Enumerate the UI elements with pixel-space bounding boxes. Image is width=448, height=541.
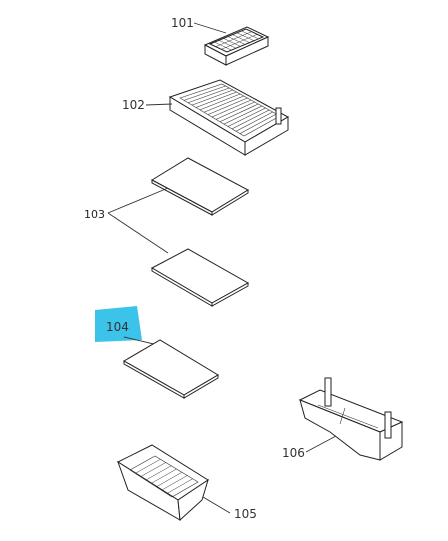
part-104-glass-shelf[interactable] xyxy=(122,339,219,399)
leader-line-103-upper xyxy=(107,187,169,214)
door-shelf-post-left xyxy=(324,377,332,407)
leader-line-101 xyxy=(193,22,227,34)
part-102-freezer-drawer[interactable] xyxy=(168,79,290,156)
part-101-ice-tray[interactable] xyxy=(203,26,270,66)
drawer-slats xyxy=(183,85,277,134)
leader-line-102 xyxy=(145,103,173,106)
door-shelf-post-right xyxy=(384,411,392,439)
part-103-glass-shelf-upper[interactable] xyxy=(150,157,250,216)
part-label-103[interactable]: 103 xyxy=(84,208,105,221)
crisper-bin-slats xyxy=(135,459,193,494)
drawer-handle xyxy=(275,107,282,125)
part-106-door-shelf[interactable] xyxy=(298,377,404,461)
part-105-crisper-bin[interactable] xyxy=(116,444,209,522)
part-label-102[interactable]: 102 xyxy=(122,98,145,112)
part-label-104[interactable]: 104 xyxy=(106,320,129,334)
part-label-101[interactable]: 101 xyxy=(171,16,194,30)
leader-line-103-lower xyxy=(107,212,169,254)
leader-line-104 xyxy=(123,336,159,346)
leader-line-105 xyxy=(202,496,231,514)
label-104-highlight xyxy=(95,306,142,342)
part-103-glass-shelf-lower[interactable] xyxy=(150,248,250,307)
leader-line-106 xyxy=(305,435,337,453)
part-label-106[interactable]: 106 xyxy=(282,446,305,460)
ice-tray-grid xyxy=(214,30,259,51)
part-label-105[interactable]: 105 xyxy=(234,507,257,521)
